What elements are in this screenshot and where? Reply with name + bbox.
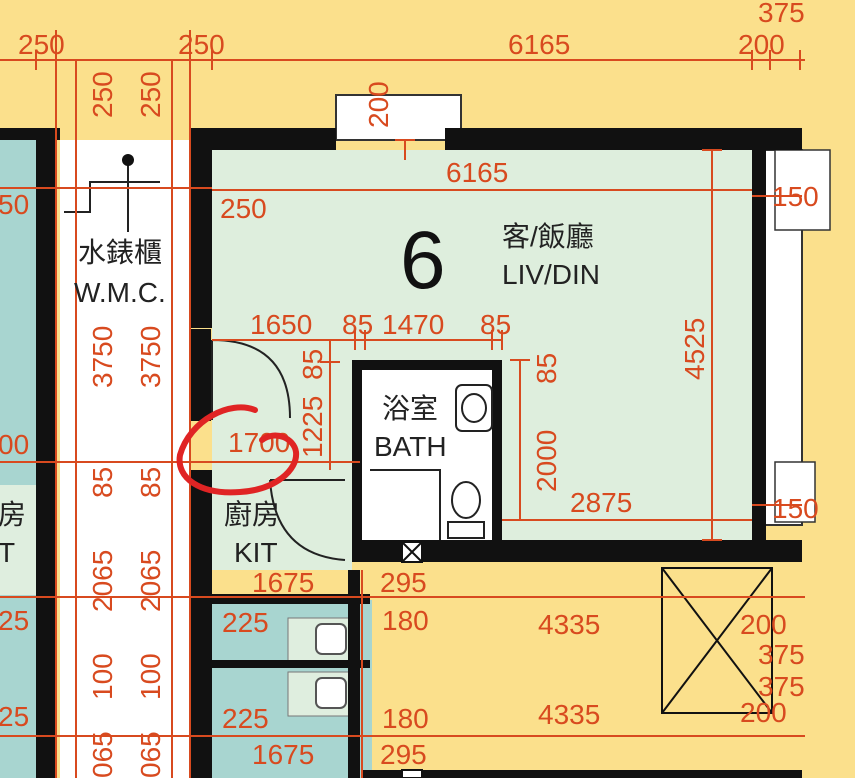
dim-left-25-a: 25 [0,605,29,636]
sink-icon [315,623,347,655]
dim-bath-85-left: 85 [297,349,328,380]
dim-shaft-3750-b: 3750 [135,326,166,388]
unit-number: 6 [400,215,446,306]
dim-shaft-100-b: 100 [135,653,166,700]
dim-top-375: 375 [758,0,805,28]
dim-top-250-left: 250 [18,29,65,60]
dim-bath-2875: 2875 [570,487,632,518]
wmc-label-en: W.M.C. [74,277,166,308]
dim-kit-295-b: 295 [380,739,427,770]
dim-shaft-3750-a: 3750 [87,326,118,388]
room-labels: 6 客/飯廳 LIV/DIN 浴室 BATH 廚房 KIT 水錶櫃 W.M.C.… [0,215,600,568]
vent-icon-lower [401,769,423,778]
walls [0,128,802,778]
dim-kit-225-a: 225 [222,607,269,638]
dim-corr-375-b: 375 [758,671,805,702]
dimension-labels: 250 250 6165 200 375 250 250 200 6165 25… [0,0,819,778]
dim-kit-295-a: 295 [380,567,427,598]
dim-bath-85-a: 85 [342,309,373,340]
dim-window-200: 200 [363,81,394,128]
left-kitchen-label-zh: 房 [0,499,26,530]
dim-corr-4335-b: 4335 [538,699,600,730]
dim-liv-4525: 4525 [679,318,710,380]
dim-liv-150-bottom: 150 [772,493,819,524]
dim-shaft-065-b: 065 [135,731,166,778]
dim-kit-180-b: 180 [382,703,429,734]
dim-bath-2000: 2000 [531,430,562,492]
living-label-en: LIV/DIN [502,259,600,290]
duct-shaft [661,567,773,714]
wmc-shaft [60,140,190,778]
dim-corr-200-a: 200 [740,609,787,640]
dim-shaft-2065-a: 2065 [87,550,118,612]
dim-bath-85-c: 85 [531,353,562,384]
duct-shaft-cross [661,567,773,714]
dim-kit-225-b: 225 [222,703,269,734]
dim-liv-6165: 6165 [446,157,508,188]
wmc-label-zh: 水錶櫃 [78,237,162,268]
dim-top-6165: 6165 [508,29,570,60]
bath-label-zh: 浴室 [382,393,438,424]
sink-icon [315,677,347,709]
dim-corr-375-a: 375 [758,639,805,670]
dimension-lines [0,30,805,778]
dim-left-25-b: 25 [0,701,29,732]
dim-shaft-250-a: 250 [87,71,118,118]
window-bay [335,94,462,141]
annotation-circle [176,404,300,496]
dim-bath-1225: 1225 [297,396,328,458]
ac-platform-lower [774,461,816,523]
vent-cross-icon [401,541,423,563]
dim-left-00: 00 [0,429,29,460]
ac-platform-upper [774,149,831,231]
left-kitchen-label-en: T [0,537,15,568]
dim-liv-250: 250 [220,193,267,224]
dim-kit-1675-a: 1675 [252,567,314,598]
dim-shaft-100-a: 100 [87,653,118,700]
dim-bath-1470: 1470 [382,309,444,340]
toilet-icon [447,481,485,539]
dim-shaft-85-a: 85 [87,467,118,498]
dim-left-50: 50 [0,189,29,220]
dim-top-200: 200 [738,29,785,60]
dim-shaft-065-a: 065 [87,731,118,778]
dim-bath-85-b: 85 [480,309,511,340]
kitchen-label-en: KIT [234,537,278,568]
living-label-zh: 客/飯廳 [502,221,594,252]
bath-label-en: BATH [374,431,447,462]
meter-symbol-icon [122,154,134,166]
kitchen [212,470,352,570]
dim-kit-1700: 1700 [228,427,290,458]
dim-top-250-mid: 250 [178,29,225,60]
dim-liv-150-top: 150 [772,181,819,212]
dim-corr-4335-a: 4335 [538,609,600,640]
kitchen-label-zh: 廚房 [224,499,280,530]
dim-bath-1650: 1650 [250,309,312,340]
doors [211,339,441,561]
dim-shaft-85-b: 85 [135,467,166,498]
dim-kit-1675-b: 1675 [252,739,314,770]
dim-corr-200-b: 200 [740,697,787,728]
dim-shaft-2065-b: 2065 [135,550,166,612]
basin-icon [455,384,493,432]
dim-kit-180-a: 180 [382,605,429,636]
dim-shaft-250-b: 250 [135,71,166,118]
